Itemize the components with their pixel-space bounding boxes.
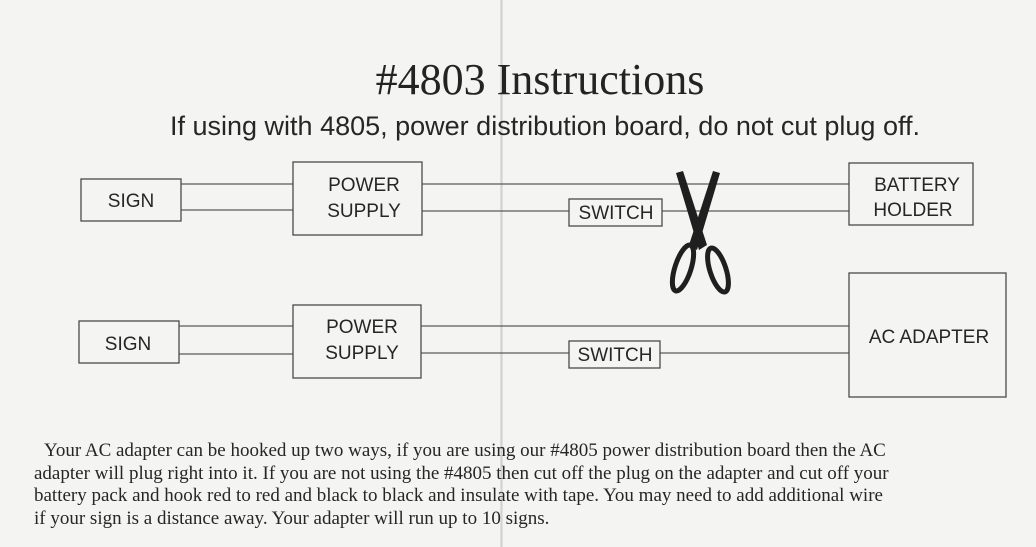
paragraph-line: battery pack and hook red to red and bla…	[34, 485, 883, 506]
paragraph-line: adapter will plug right into it. If you …	[34, 462, 889, 484]
paper-fold-crease	[500, 0, 503, 547]
top-supply-label: SUPPLY	[327, 201, 401, 222]
document-title: #4803 Instructions	[375, 55, 705, 104]
top-switch-box: SWITCH	[568, 198, 663, 227]
bottom-power-label: POWER	[326, 317, 398, 338]
top-sign-box: SIGN	[80, 178, 182, 222]
battery-label: BATTERY	[874, 175, 960, 196]
scissors-icon	[669, 171, 731, 295]
paragraph-line: if your sign is a distance away. Your ad…	[34, 507, 550, 529]
paragraph-line: Your AC adapter can be hooked up two way…	[44, 440, 886, 461]
bottom-sign-box: SIGN	[78, 320, 180, 364]
bottom-power-supply-box: POWER SUPPLY	[292, 304, 422, 379]
instructions-paragraph: Your AC adapter can be hooked up two way…	[34, 440, 1034, 530]
battery-holder-box: BATTERY HOLDER	[848, 162, 974, 226]
top-power-label: POWER	[328, 175, 400, 196]
bottom-switch-label: SWITCH	[578, 345, 653, 366]
top-power-supply-box: POWER SUPPLY	[292, 161, 423, 236]
document-subtitle: If using with 4805, power distribution b…	[170, 111, 920, 141]
top-switch-label: SWITCH	[579, 203, 654, 224]
top-circuit: SIGN POWER SUPPLY SWITCH BATTERY HOLDER	[80, 161, 974, 295]
bottom-sign-label: SIGN	[105, 334, 151, 355]
bottom-circuit: SIGN POWER SUPPLY SWITCH AC ADAPTER	[78, 272, 1007, 398]
holder-label: HOLDER	[873, 200, 952, 221]
ac-adapter-box: AC ADAPTER	[848, 272, 1007, 398]
bottom-supply-label: SUPPLY	[325, 343, 399, 364]
top-sign-label: SIGN	[108, 191, 154, 212]
bottom-switch-box: SWITCH	[568, 340, 661, 369]
ac-adapter-label: AC ADAPTER	[869, 327, 989, 348]
